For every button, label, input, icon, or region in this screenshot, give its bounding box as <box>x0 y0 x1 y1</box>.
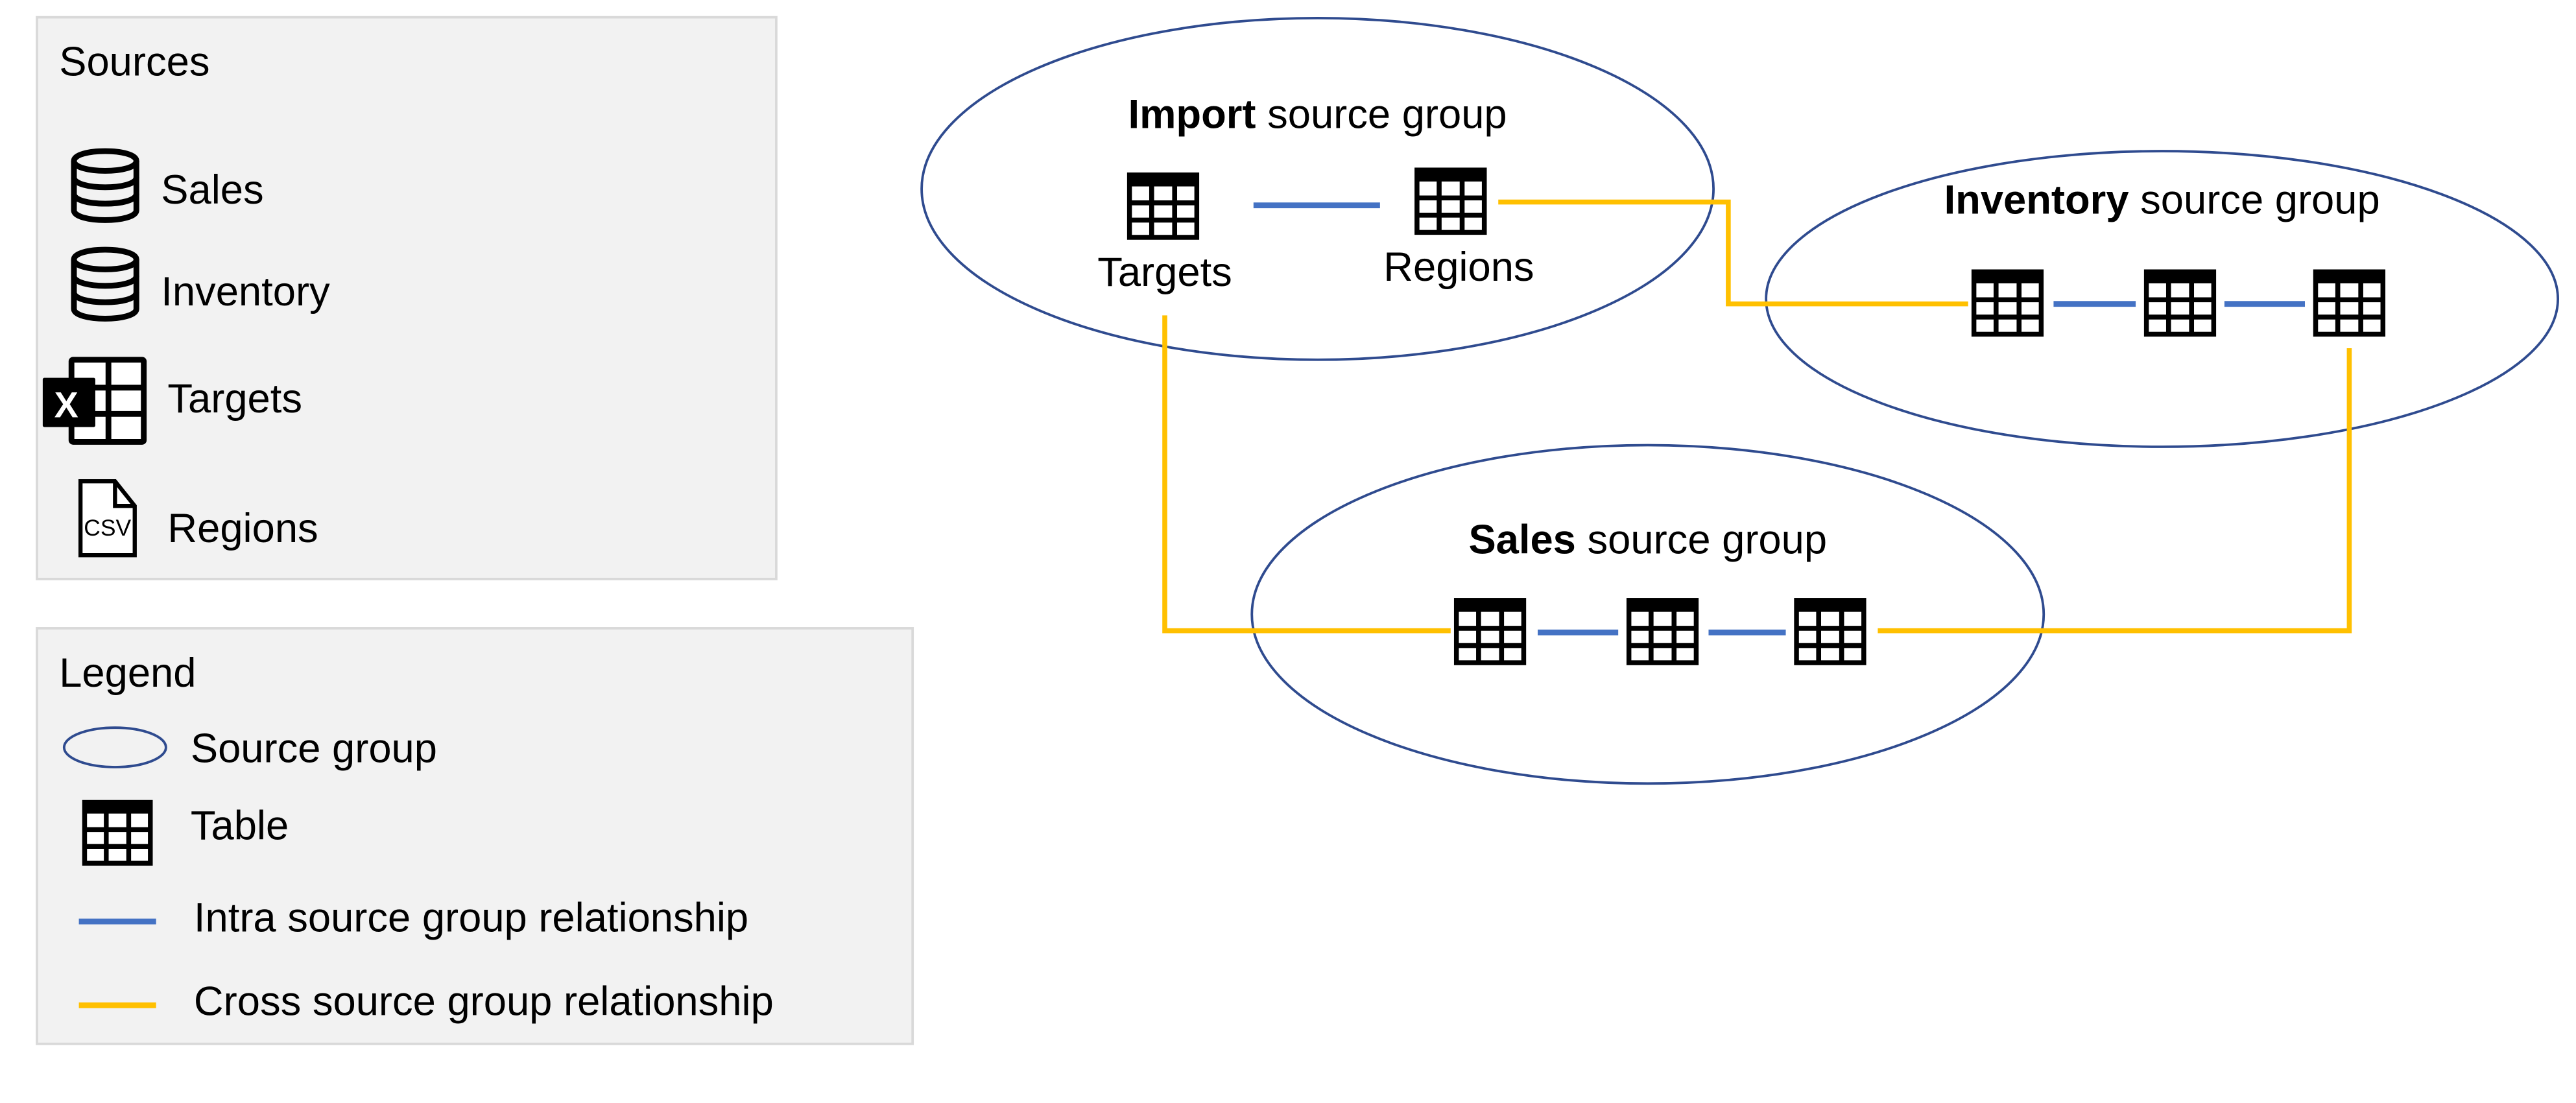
inventory-source-group <box>1765 150 2560 448</box>
table-icon <box>84 802 150 863</box>
sources-title: Sources <box>59 40 209 85</box>
svg-text:CSV: CSV <box>84 515 131 541</box>
cross-relationship-sales-inventory <box>1878 348 2352 634</box>
table-icon <box>2315 272 2383 334</box>
table-label-targets: Targets <box>1097 250 1232 295</box>
cross-relationship-targets-sales <box>1162 315 1451 634</box>
inventory-group-title: Inventory source group <box>1944 177 2380 222</box>
source-item-targets: Targets <box>167 376 302 421</box>
legend-item-source-group: Source group <box>191 726 437 771</box>
svg-text:X: X <box>54 385 78 425</box>
csv-file-icon: CSV <box>78 479 137 558</box>
import-group-title: Import source group <box>1128 92 1507 137</box>
table-icon-regions <box>1417 170 1485 232</box>
table-icon <box>2147 272 2214 334</box>
legend-title: Legend <box>59 650 196 696</box>
table-icon-targets <box>1130 175 1197 237</box>
legend-item-cross: Cross source group relationship <box>194 978 774 1024</box>
sources-panel: Sources Sales Inventory X Targets CSV Re… <box>36 16 778 580</box>
table-icon <box>1974 272 2042 334</box>
import-source-group <box>920 16 1715 361</box>
table-label-regions: Regions <box>1383 244 1534 290</box>
legend-item-table: Table <box>191 803 289 848</box>
sales-source-group <box>1250 444 2045 785</box>
source-item-sales: Sales <box>161 167 263 213</box>
intra-relationships <box>1253 202 2306 635</box>
cross-relationships <box>1162 199 2352 634</box>
source-item-regions: Regions <box>167 506 318 551</box>
table-icon <box>1457 600 1524 663</box>
legend-panel: Legend Source group Table Intra source g… <box>36 627 914 1045</box>
legend-item-intra: Intra source group relationship <box>194 895 748 940</box>
table-icon <box>1796 600 1864 663</box>
table-icon <box>1629 600 1697 663</box>
source-item-inventory: Inventory <box>161 269 330 314</box>
sales-group-title: Sales source group <box>1468 517 1827 563</box>
cross-relationship-regions-inventory <box>1498 199 1968 307</box>
source-group-swatch-icon <box>62 726 167 768</box>
excel-icon: X <box>42 357 147 445</box>
